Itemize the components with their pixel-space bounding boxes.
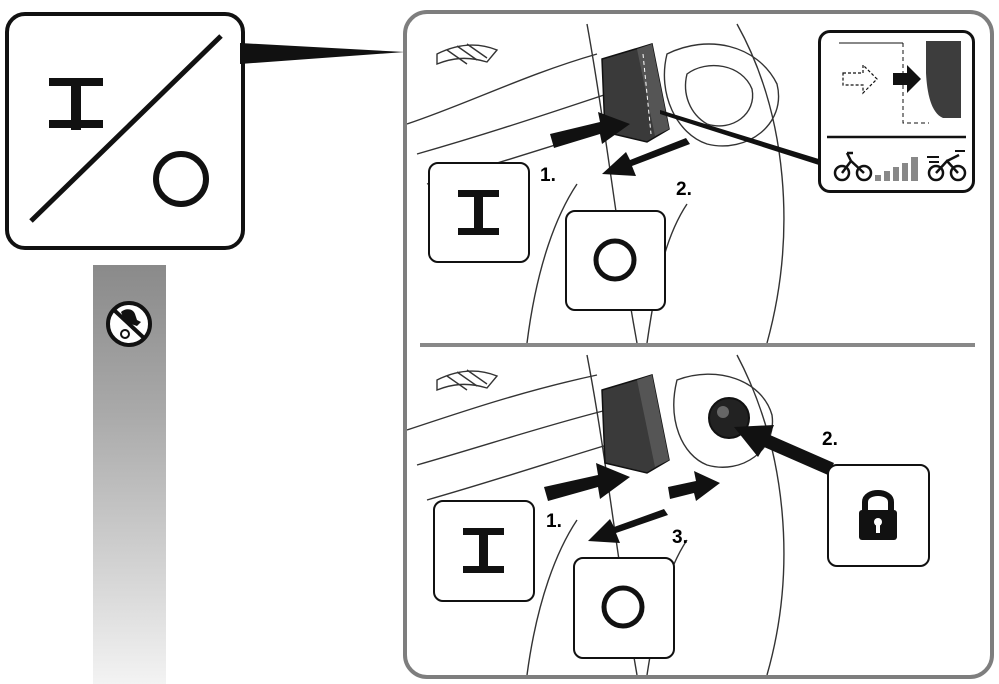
off-circle-icon	[601, 585, 645, 629]
on-button-bottom[interactable]	[433, 500, 535, 602]
level-bars-icon	[875, 157, 918, 181]
step-2-label-top: 2.	[676, 179, 692, 200]
bottom-arrows	[544, 425, 834, 543]
on-button-top[interactable]	[428, 162, 530, 263]
on-off-symbol-card	[5, 12, 245, 250]
top-arrows	[550, 112, 690, 176]
inset-leader-line	[660, 110, 822, 166]
step-3-label-bottom: 3.	[672, 527, 688, 548]
off-button-top[interactable]	[565, 210, 666, 311]
bicycle-icon	[833, 151, 873, 182]
callout-pointer	[240, 43, 405, 64]
section-divider	[420, 343, 975, 347]
bottom-illustration	[407, 354, 785, 675]
off-circle-icon	[593, 238, 637, 282]
on-off-slash-icon	[29, 34, 223, 223]
prohibited-hand-icon	[106, 301, 152, 347]
step-2-label-bottom: 2.	[822, 429, 838, 450]
detail-inset	[818, 30, 975, 193]
bicycle-fast-icon	[927, 150, 967, 182]
lock-button[interactable]	[827, 464, 930, 567]
on-bar-icon	[458, 190, 499, 235]
step-1-label-bottom: 1.	[546, 511, 562, 532]
padlock-icon	[859, 490, 897, 540]
step-1-label-top: 1.	[540, 165, 556, 186]
on-bar-icon	[463, 528, 504, 573]
off-button-bottom[interactable]	[573, 557, 675, 659]
top-illustration	[407, 23, 785, 343]
